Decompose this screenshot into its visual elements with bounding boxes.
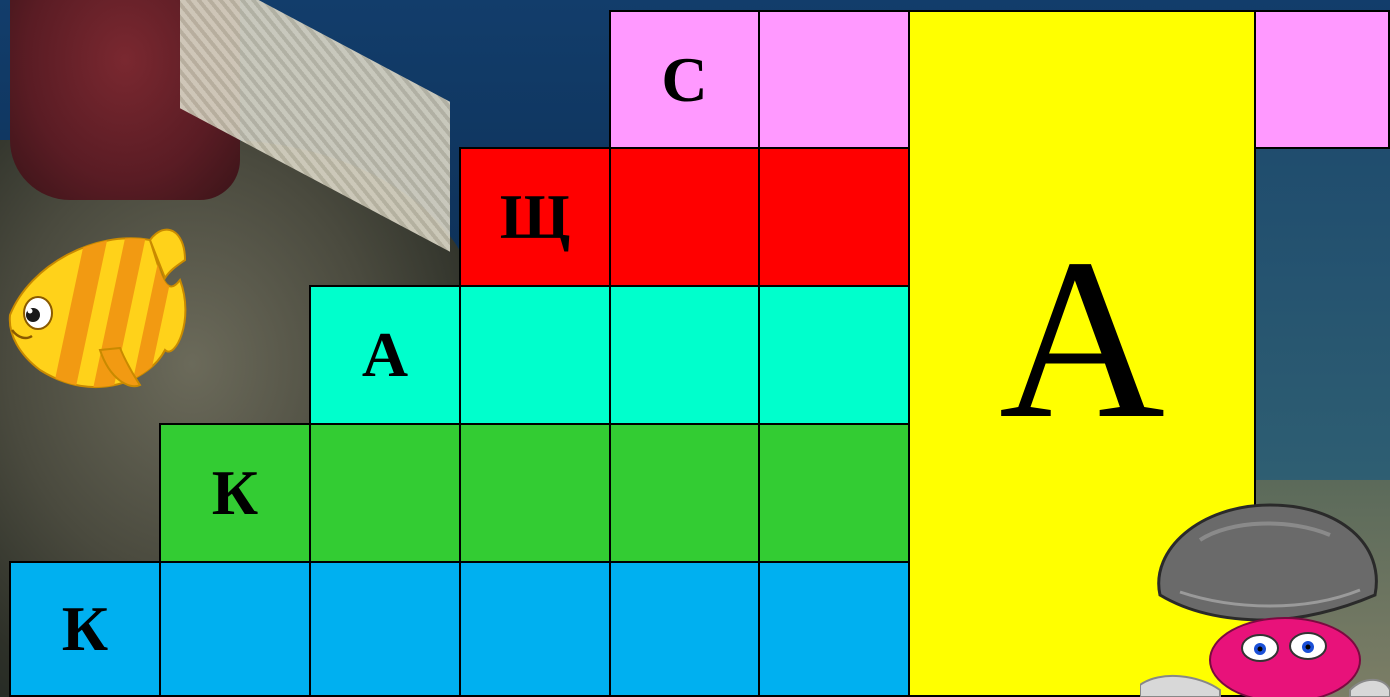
pink-clam-character-icon [1140, 500, 1390, 697]
crossword-cell-row5-col6[interactable] [758, 561, 910, 697]
crossword-cell-row5-col5[interactable] [609, 561, 760, 697]
crossword-cell-row1-col4[interactable] [1254, 10, 1390, 149]
crossword-cell-row4-col3[interactable] [459, 423, 611, 563]
crossword-cell-row4-col1[interactable]: К [159, 423, 311, 563]
crossword-cell-row3-col2[interactable] [459, 285, 611, 425]
crossword-cell-row2-col2[interactable] [609, 147, 760, 287]
crossword-cell-row4-col2[interactable] [309, 423, 461, 563]
crossword-cell-row1-col1[interactable]: С [609, 10, 760, 149]
crossword-cell-row2-col1[interactable]: Щ [459, 147, 611, 287]
crossword-cell-row2-col3[interactable] [758, 147, 910, 287]
crossword-cell-row3-col4[interactable] [758, 285, 910, 425]
crossword-cell-row3-col3[interactable] [609, 285, 760, 425]
crossword-cell-row5-col2[interactable] [159, 561, 311, 697]
crossword-cell-row1-col2[interactable] [758, 10, 910, 149]
crossword-cell-row3-col1[interactable]: А [309, 285, 461, 425]
crossword-cell-row5-col4[interactable] [459, 561, 611, 697]
crossword-cell-row5-col1[interactable]: К [9, 561, 161, 697]
crossword-cell-row5-col3[interactable] [309, 561, 461, 697]
crossword-cell-row4-col5[interactable] [758, 423, 910, 563]
yellow-striped-fish-icon [0, 210, 200, 410]
keyword-letter: А [999, 224, 1165, 454]
crossword-cell-row4-col4[interactable] [609, 423, 760, 563]
